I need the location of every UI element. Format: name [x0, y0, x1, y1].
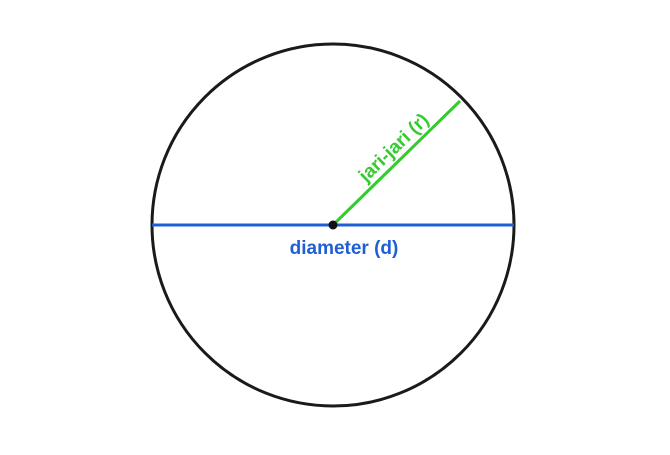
center-point [328, 220, 338, 230]
radius-line [331, 99, 462, 227]
diameter-label: diameter (d) [290, 238, 399, 259]
radius-label: jari-jari (r) [354, 110, 433, 187]
